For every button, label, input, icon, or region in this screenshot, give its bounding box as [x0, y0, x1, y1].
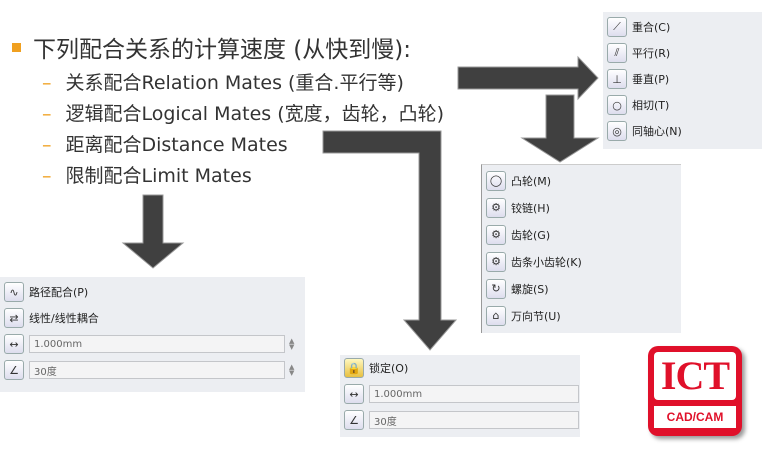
bullet-marker	[12, 43, 21, 52]
mate-parallel[interactable]: ⫽ 平行(R)	[603, 40, 762, 66]
item-label: 垂直(P)	[632, 73, 670, 86]
angle-icon: ∠	[4, 360, 24, 380]
angle-row: ∠ 30度 ▲▼	[0, 357, 305, 383]
distance-spinner[interactable]: ▲▼	[289, 337, 295, 351]
item-label: 凸轮(M)	[511, 174, 552, 188]
relation-mates-panel: ⟋ 重合(C) ⫽ 平行(R) ⊥ 垂直(P) ○ 相切(T) ◎ 同轴心(N)	[603, 12, 762, 149]
mate-rack-pinion[interactable]: ⚙ 齿条小齿轮(K)	[482, 248, 681, 275]
item-label: 齿条小齿轮(K)	[511, 255, 582, 269]
title-text: 下列配合关系的计算速度 (从快到慢):	[33, 37, 412, 63]
item-label: 同轴心(N)	[632, 125, 682, 138]
item-label: 重合(C)	[632, 21, 671, 34]
limit-distance-row: ↔ 1.000mm	[340, 381, 580, 407]
item-label: 万向节(U)	[511, 309, 561, 323]
distance-icon: ↔	[344, 384, 364, 404]
bullet-item: –逻辑配合Logical Mates (宽度，齿轮，凸轮)	[42, 103, 445, 125]
linear-coupler-icon: ⇄	[4, 308, 24, 328]
arrow-to-limit	[322, 130, 458, 351]
limit-angle-row: ∠ 30度	[340, 407, 580, 433]
bullet-text: 关系配合Relation Mates (重合.平行等)	[65, 72, 404, 94]
tangent-icon: ○	[607, 95, 627, 115]
bullet-item: –关系配合Relation Mates (重合.平行等)	[42, 72, 404, 94]
mate-hinge[interactable]: ⚙ 铰链(H)	[482, 194, 681, 221]
arrow-to-relation	[457, 55, 599, 101]
mate-tangent[interactable]: ○ 相切(T)	[603, 92, 762, 118]
bullet-text: 限制配合Limit Mates	[65, 165, 252, 187]
distance-mates-panel: ∿ 路径配合(P) ⇄ 线性/线性耦合 ↔ 1.000mm ▲▼ ∠ 30度 ▲▼	[0, 277, 305, 392]
distance-row: ↔ 1.000mm ▲▼	[0, 331, 305, 357]
limit-mates-panel: 🔒 锁定(O) ↔ 1.000mm ∠ 30度	[340, 355, 580, 437]
item-label: 铰链(H)	[511, 201, 550, 215]
bullet-text: 距离配合Distance Mates	[65, 134, 288, 156]
ict-logo: ICT CAD/CAM	[648, 346, 742, 436]
mate-perpendicular[interactable]: ⊥ 垂直(P)	[603, 66, 762, 92]
cam-icon: ◯	[486, 170, 506, 191]
distance-input[interactable]: 1.000mm	[29, 335, 285, 353]
concentric-icon: ◎	[607, 121, 627, 141]
gear-icon: ⚙	[486, 224, 506, 245]
angle-input[interactable]: 30度	[29, 361, 285, 379]
limit-distance-input[interactable]: 1.000mm	[369, 385, 579, 403]
logo-sub-text: CAD/CAM	[654, 406, 736, 428]
logo-main-text: ICT	[654, 352, 736, 400]
path-mate-icon: ∿	[4, 282, 24, 302]
item-label: 路径配合(P)	[29, 286, 89, 299]
slide-title: 下列配合关系的计算速度 (从快到慢):	[12, 30, 411, 64]
universal-joint-icon: ⌂	[486, 305, 506, 326]
lock-icon: 🔒	[344, 358, 364, 378]
parallel-icon: ⫽	[607, 43, 627, 63]
angle-spinner[interactable]: ▲▼	[289, 363, 295, 377]
item-label: 齿轮(G)	[511, 228, 551, 242]
mate-screw[interactable]: ↻ 螺旋(S)	[482, 275, 681, 302]
distance-icon: ↔	[4, 334, 24, 354]
item-label: 相切(T)	[632, 99, 670, 112]
item-label: 线性/线性耦合	[29, 312, 99, 325]
mate-coincident[interactable]: ⟋ 重合(C)	[603, 14, 762, 40]
item-label: 锁定(O)	[369, 362, 409, 375]
arrow-to-logical	[520, 94, 600, 163]
bullet-item: –距离配合Distance Mates	[42, 134, 288, 156]
arrow-to-distance	[121, 194, 185, 269]
bullet-item: –限制配合Limit Mates	[42, 165, 252, 187]
screw-icon: ↻	[486, 278, 506, 299]
limit-angle-input[interactable]: 30度	[369, 411, 579, 429]
mate-path[interactable]: ∿ 路径配合(P)	[0, 279, 305, 305]
perpendicular-icon: ⊥	[607, 69, 627, 89]
mate-linear-coupler[interactable]: ⇄ 线性/线性耦合	[0, 305, 305, 331]
rack-pinion-icon: ⚙	[486, 251, 506, 272]
logical-mates-panel: ◯ 凸轮(M) ⚙ 铰链(H) ⚙ 齿轮(G) ⚙ 齿条小齿轮(K) ↻ 螺旋(S) ⌂ 万…	[481, 164, 681, 333]
mate-universal-joint[interactable]: ⌂ 万向节(U)	[482, 302, 681, 329]
hinge-icon: ⚙	[486, 197, 506, 218]
item-label: 平行(R)	[632, 47, 671, 60]
item-label: 螺旋(S)	[511, 282, 549, 296]
mate-concentric[interactable]: ◎ 同轴心(N)	[603, 118, 762, 144]
coincident-icon: ⟋	[607, 17, 627, 37]
angle-icon: ∠	[344, 410, 364, 430]
bullet-text: 逻辑配合Logical Mates (宽度，齿轮，凸轮)	[65, 103, 445, 125]
mate-lock[interactable]: 🔒 锁定(O)	[340, 355, 580, 381]
mate-cam[interactable]: ◯ 凸轮(M)	[482, 167, 681, 194]
mate-gear[interactable]: ⚙ 齿轮(G)	[482, 221, 681, 248]
